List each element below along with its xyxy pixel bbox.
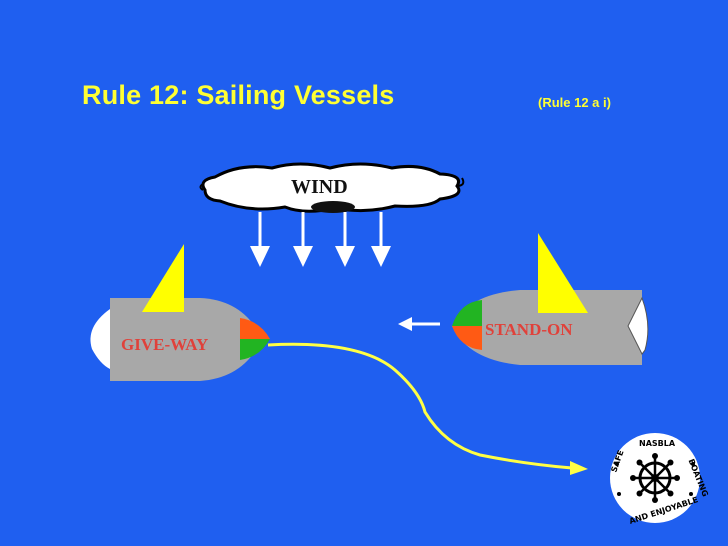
wind-arrows <box>250 212 391 267</box>
wind-cloud: WIND <box>199 162 465 213</box>
wind-label: WIND <box>291 176 348 198</box>
give-way-port-light <box>240 318 270 339</box>
nasbla-seal: NASBLA SAFE BOATING AND ENJOYABLE <box>609 433 710 526</box>
give-way-vessel: GIVE-WAY <box>90 244 270 381</box>
slide-title: Rule 12: Sailing Vessels <box>82 80 395 110</box>
stand-on-starboard-light <box>452 300 482 326</box>
give-way-starboard-light <box>240 339 270 360</box>
stand-on-sail <box>538 233 588 313</box>
seal-top-text: NASBLA <box>639 439 676 448</box>
give-way-label: GIVE-WAY <box>121 335 208 354</box>
wind-arrow-3 <box>335 212 355 267</box>
stand-on-label: STAND-ON <box>485 320 573 339</box>
heading-arrow <box>398 317 440 331</box>
stand-on-port-light <box>452 326 482 350</box>
stand-on-vessel: STAND-ON <box>452 233 649 365</box>
slide-subtitle: (Rule 12 a i) <box>538 95 611 110</box>
wind-arrow-4 <box>371 212 391 267</box>
wind-arrow-2 <box>293 212 313 267</box>
give-way-sail <box>142 244 184 312</box>
wind-arrow-1 <box>250 212 270 267</box>
give-way-course <box>267 342 588 475</box>
ships-wheel-icon <box>630 453 680 503</box>
